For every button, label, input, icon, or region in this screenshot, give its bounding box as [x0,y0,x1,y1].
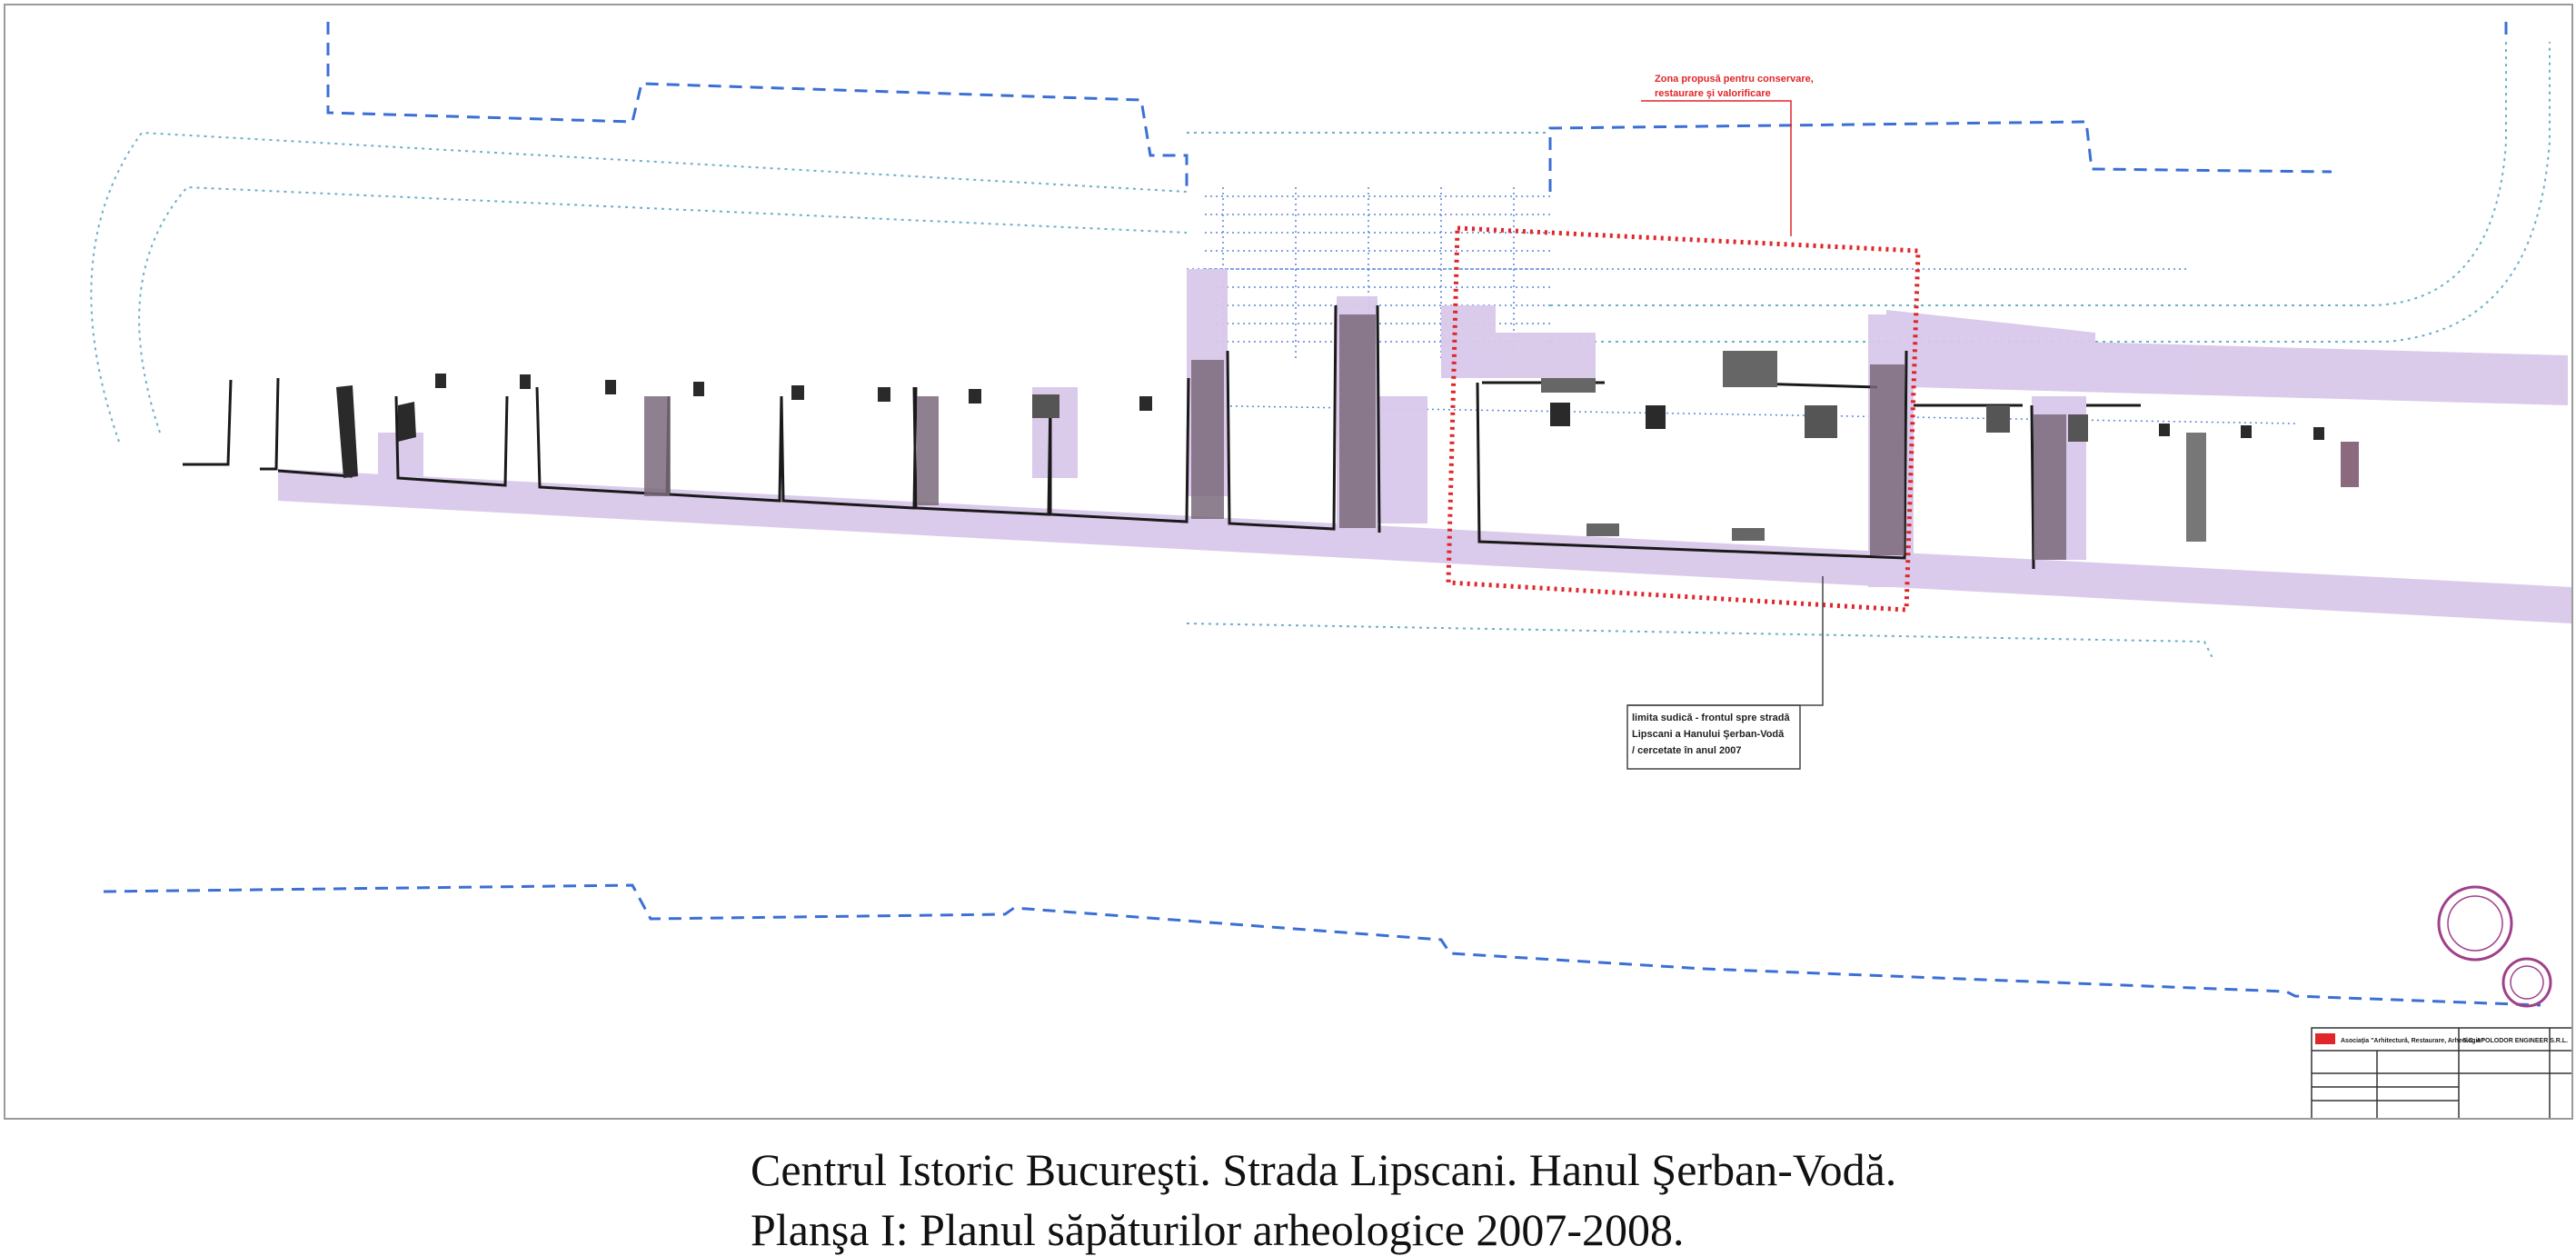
excavated-zone [378,433,423,478]
wall-section [1191,360,1224,519]
pillar [2159,424,2170,436]
street-front-band [278,469,2571,623]
street-limits [103,22,2541,1007]
pillar [1805,405,1837,438]
trench-outline [1476,350,1908,560]
trench-outline [2030,404,2035,570]
title-org-right: S.C. APOLODOR ENGINEER S.R.L. [2462,1038,2568,1044]
excavated-zone [1441,305,1596,378]
conservation-zone-outline [1446,225,1921,613]
wall-fragment [2186,433,2206,542]
contour-line [1186,623,2214,661]
wall-section [917,396,939,505]
trench-outline [183,379,233,466]
note-box [1626,704,1801,770]
pillar [969,389,981,404]
conservation-note-line-2: restaurare şi valorificare [1655,88,1771,99]
grid-area [1186,187,2296,424]
trench-outline [1376,304,1381,533]
trench-outline [1049,377,1190,523]
plan-drawing: Zona propusă pentru conservare, restaura… [4,4,2573,1120]
excavated-zone [1378,396,1427,523]
trench-outline [780,386,918,510]
conservation-note-line-1: Zona propusă pentru conservare, [1655,74,1814,85]
conservation-zone: Zona propusă pentru conservare, restaura… [1446,74,1921,613]
south-note-line-3: / cercetate în anul 2007 [1632,745,1741,756]
pillar [693,382,704,396]
pillar [1550,403,1570,426]
contour-lines [90,42,2551,661]
wall-fragment [1541,378,1596,393]
excavated-zone [1914,337,2568,405]
round-stamp [2501,957,2552,1008]
pillar [1032,394,1059,418]
contour-line [90,131,1188,443]
wall-sections [644,314,2066,560]
contour-line [1550,42,2551,343]
wall-section [1870,364,1905,555]
south-street-limit [103,883,2541,1007]
trench-outline [667,395,783,503]
pillar [1139,396,1152,411]
wall-fragment [2341,442,2359,487]
wall-fragment [336,385,358,478]
pillar [2068,414,2088,442]
masonry-features [336,351,2359,542]
south-note-line-2: Lipscani a Hanului Şerban-Vodă [1632,729,1785,740]
contour-line [1550,42,2507,306]
pillar [2241,425,2252,438]
round-stamp-inner [2447,895,2503,952]
wall-section [644,396,670,496]
pillar [1646,405,1666,429]
pillar [520,374,531,389]
title-block: Asociaţia "Arhitectură, Restaurare, Arhe… [2311,1027,2571,1118]
trench-outline [394,395,509,487]
round-stamp [2437,885,2513,962]
wall-fragment [1723,351,1777,387]
contour-line [138,185,1188,434]
north-street-limit [1548,120,2332,192]
logo-mark [2315,1033,2335,1044]
stamps [2437,885,2552,1008]
pillar [2313,427,2324,440]
pillar [878,387,890,402]
pillar [435,374,446,388]
pillar [1986,405,2010,433]
trench-outline [260,377,280,471]
excavation-areas [278,269,2571,623]
pillar [605,380,616,394]
wall-fragment [398,402,416,442]
pillar [1586,523,1619,536]
round-stamp-inner [2510,965,2544,1000]
excavation-plan: Zona propusă pentru conservare, restaura… [90,22,2571,1118]
south-note-line-1: limita sudică - frontul spre stradă [1632,713,1790,723]
caption-title: Centrul Istoric Bucureşti. Strada Lipsca… [751,1144,1897,1195]
title-org-left: Asociaţia "Arhitectură, Restaurare, Arhe… [2341,1038,2484,1044]
wall-section [2034,414,2066,560]
caption-subtitle: Planşa I: Planul săpăturilor arheologice… [751,1204,1685,1255]
trench-outline [1226,304,1338,531]
leader-line [1641,100,1792,236]
north-street-limit [326,22,1189,192]
pillar [1732,528,1765,541]
pillar [791,385,804,400]
south-limit-note: limita sudică - frontul spre stradă Lips… [1626,576,1824,770]
wall-section [1339,314,1376,528]
